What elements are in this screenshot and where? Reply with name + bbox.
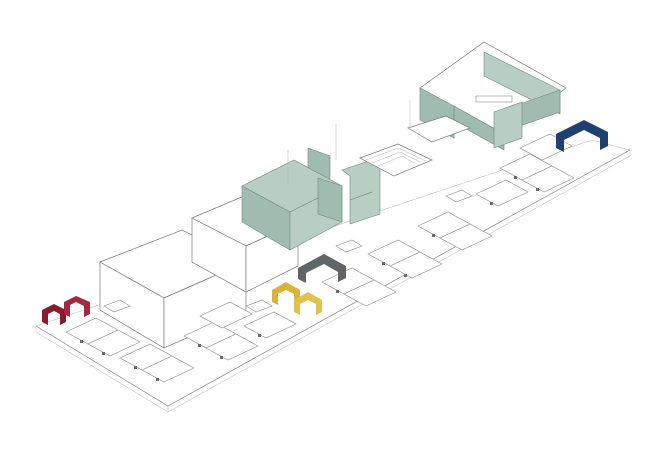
gray-pod xyxy=(298,254,346,283)
desk-cluster-center xyxy=(321,239,443,307)
glass-meeting-block-center xyxy=(241,147,381,251)
desk-cluster-mid-left xyxy=(183,299,297,361)
desk-cluster-center-right xyxy=(417,179,529,251)
workstation-clusters xyxy=(65,133,575,383)
blue-pod xyxy=(556,120,608,152)
maroon-pod xyxy=(42,296,90,325)
desk-cluster-left xyxy=(65,299,195,383)
lounge-stairs xyxy=(287,100,471,186)
yellow-pod xyxy=(272,282,322,315)
glass-meeting-block-right xyxy=(419,41,567,151)
